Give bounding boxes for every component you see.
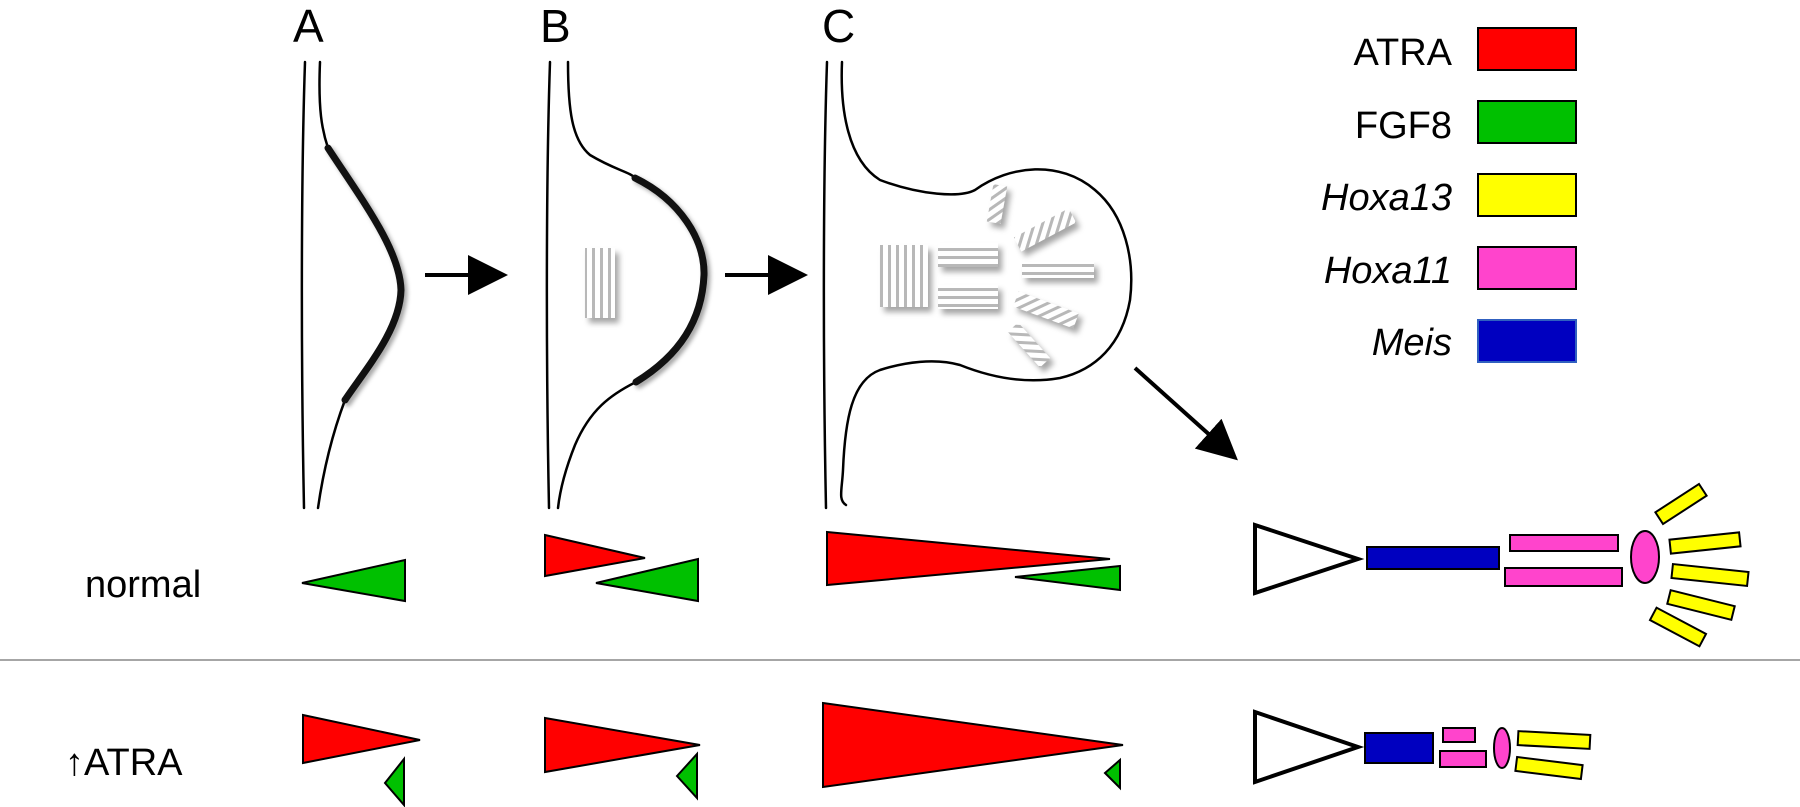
hoxa11-domain-atra-2	[1439, 750, 1487, 768]
legend-label-atra: ATRA	[1353, 32, 1452, 74]
legend-label-meis: Meis	[1372, 322, 1452, 364]
hoxa11-domain-normal-1	[1509, 534, 1619, 552]
hoxa13-digit-normal-5	[1648, 606, 1708, 648]
limb-bud-a	[300, 60, 405, 510]
fgf8-gradient-normal-a	[301, 558, 406, 603]
atra-gradient-atra-b	[544, 716, 701, 774]
legend-swatch-atra	[1477, 27, 1577, 71]
row-label-atra: ↑ATRA	[65, 742, 183, 784]
legend-label-hoxa11: Hoxa11	[1324, 250, 1452, 292]
arrow-c-to-skeleton	[1133, 366, 1238, 461]
fgf8-gradient-normal-b	[595, 557, 699, 603]
digit-element-4	[1013, 291, 1079, 329]
fgf8-gradient-atra-a	[383, 756, 405, 807]
limb-bud-c	[822, 60, 1133, 510]
hoxa13-digit-normal-1	[1653, 482, 1709, 526]
limb-bud-b	[545, 60, 708, 510]
aer-ridge-a	[324, 144, 405, 404]
legend-label-hoxa13: Hoxa13	[1321, 177, 1452, 219]
fgf8-gradient-atra-b	[675, 751, 698, 801]
stylopod-triangle-normal	[1253, 522, 1365, 596]
hoxa11-domain-atra-1	[1442, 727, 1476, 743]
hoxa11-domain-normal-2	[1504, 567, 1623, 587]
skeleton-normal	[1253, 482, 1750, 648]
hoxa13-digit-atra-1	[1516, 730, 1592, 750]
row-label-normal: normal	[85, 564, 201, 606]
legend-label-fgf8: FGF8	[1355, 105, 1452, 147]
hoxa11-wrist-atra	[1493, 727, 1511, 769]
stylopod-triangle-atra	[1253, 709, 1365, 785]
zeugopod-element-1	[938, 243, 998, 267]
panel-label-c: C	[822, 0, 855, 52]
hoxa13-digit-normal-2	[1668, 531, 1742, 555]
digit-element-3	[1022, 262, 1094, 278]
gradients-atra	[302, 701, 1124, 807]
skeleton-atra	[1253, 709, 1592, 785]
gradients-normal	[301, 530, 1121, 603]
atra-gradient-normal-c	[826, 530, 1111, 587]
atra-gradient-atra-a	[302, 713, 421, 765]
hoxa13-digit-atra-2	[1514, 755, 1584, 781]
fgf8-gradient-atra-c	[1103, 757, 1121, 791]
stylopod-condensation	[585, 248, 615, 318]
zeugopod-element-2	[938, 285, 998, 309]
digit-element-5	[1007, 322, 1051, 368]
legend-swatch-meis	[1477, 319, 1577, 363]
legend-swatch-fgf8	[1477, 100, 1577, 144]
aer-ridge-b	[631, 174, 708, 386]
hoxa13-digit-normal-4	[1666, 589, 1736, 621]
atra-gradient-atra-c	[822, 701, 1124, 789]
stylopod-element	[880, 245, 928, 307]
legend-swatch-hoxa11	[1477, 246, 1577, 290]
legend-swatch-hoxa13	[1477, 173, 1577, 217]
fgf8-gradient-normal-c	[1014, 564, 1121, 592]
panel-label-b: B	[540, 0, 571, 52]
hoxa13-digit-normal-3	[1670, 562, 1750, 588]
hoxa11-wrist-normal	[1630, 530, 1660, 584]
meis-domain-normal	[1366, 546, 1500, 570]
legend: ATRA FGF8 Hoxa13 Hoxa11 Meis	[1321, 27, 1577, 364]
digit-element-2	[1013, 208, 1077, 252]
digit-element-1	[986, 184, 1008, 224]
meis-domain-atra	[1364, 732, 1434, 764]
panel-label-a: A	[293, 0, 324, 52]
atra-gradient-normal-b	[544, 533, 646, 578]
